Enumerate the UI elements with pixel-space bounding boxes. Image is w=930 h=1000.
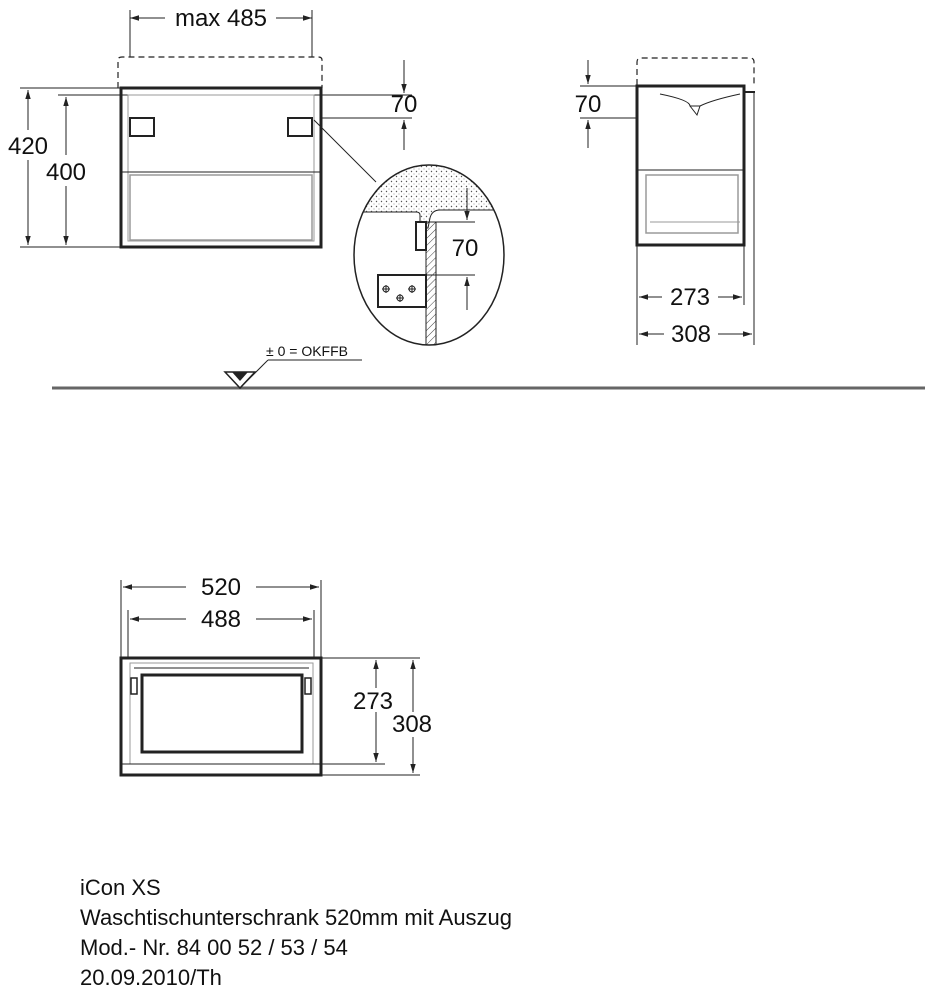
detail-view: 70: [353, 164, 505, 346]
dim-plan-depth-outer: 308: [392, 711, 432, 738]
drawing-date: 20.09.2010/Th: [80, 965, 222, 990]
plan-view: 520 488 273 308: [119, 574, 432, 777]
dim-side-depth-inner: 273: [670, 284, 710, 311]
side-view: 70 273 308: [575, 57, 755, 348]
dim-top-width: max 485: [175, 5, 267, 32]
dim-side-depth-outer: 308: [671, 321, 711, 348]
dim-height-cabinet: 400: [46, 159, 86, 186]
dim-plan-width-outer: 520: [201, 574, 241, 601]
dim-detail-gap: 70: [452, 235, 479, 262]
product-name: iCon XS: [80, 875, 161, 900]
product-description: Waschtischunterschrank 520mm mit Auszug: [80, 905, 513, 930]
dim-side-gap: 70: [575, 91, 602, 118]
dim-front-gap: 70: [391, 91, 418, 118]
dim-plan-depth-inner: 273: [353, 688, 393, 715]
title-block: iCon XS Waschtischunterschrank 520mm mit…: [80, 873, 780, 993]
model-number: Mod.- Nr. 84 00 52 / 53 / 54: [80, 935, 348, 960]
dim-plan-width-inner: 488: [201, 606, 241, 633]
floor-label: ± 0 = OKFFB: [266, 343, 348, 359]
front-view: max 485 420 400 70: [8, 5, 418, 249]
dim-height-total: 420: [8, 133, 48, 160]
floor-reference: ± 0 = OKFFB: [52, 343, 925, 390]
